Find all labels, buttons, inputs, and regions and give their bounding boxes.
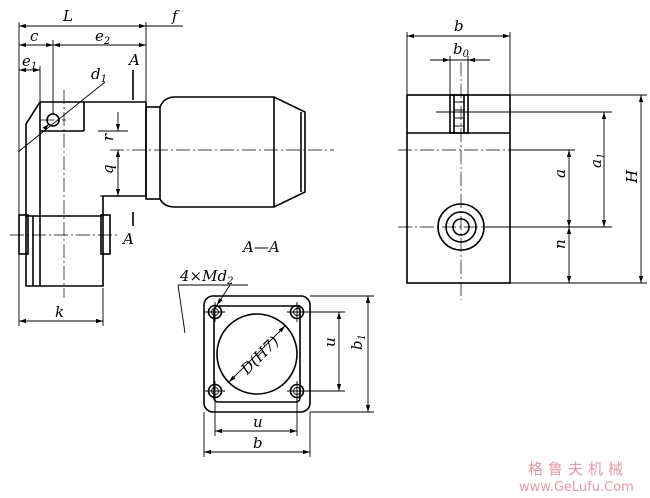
label-u-vertical: u — [321, 337, 339, 347]
hole-spec-leader-tail — [177, 284, 186, 334]
flange-inner — [213, 305, 301, 403]
label-L: L — [62, 7, 73, 25]
section-view: A—A — [177, 238, 374, 457]
label-e1: e1 — [22, 52, 37, 72]
label-b1: b1 — [348, 334, 368, 350]
label-e2: e2 — [95, 27, 110, 47]
label-section-bottom: A — [121, 230, 134, 248]
label-section-top: A — [127, 51, 140, 69]
end-body — [406, 94, 511, 284]
shaft-end — [449, 94, 469, 134]
label-q: q — [99, 164, 117, 174]
d1-arrow — [42, 123, 50, 131]
side-view: L f c e2 e1 d1 A A r q k — [10, 7, 334, 326]
label-H: H — [623, 169, 641, 184]
watermark: 格鲁夫机械 www.GeLufu.Com — [519, 460, 634, 495]
label-b: b — [454, 17, 464, 35]
flange-outer — [203, 295, 311, 413]
label-f: f — [171, 7, 180, 25]
housing-outline — [25, 101, 147, 287]
d1-leader — [17, 81, 106, 153]
hole-spec-arrow — [216, 284, 231, 306]
bore-diameter-line — [228, 325, 286, 383]
shaft-stub-right — [100, 214, 111, 255]
label-a: a — [551, 169, 569, 178]
label-hole-spec: 4×Md2 — [179, 267, 233, 287]
watermark-chinese: 格鲁夫机械 — [528, 460, 628, 478]
label-n: n — [551, 239, 569, 249]
label-r: r — [99, 133, 117, 141]
label-b-bottom: b — [253, 434, 263, 452]
label-bore: D(H7) — [236, 332, 282, 378]
label-c: c — [30, 27, 39, 45]
label-a1: a1 — [587, 153, 607, 168]
motor-flange — [145, 106, 161, 200]
label-d1: d1 — [91, 65, 107, 85]
label-k: k — [55, 303, 64, 321]
motor-body — [159, 96, 306, 208]
label-b0: b0 — [453, 40, 470, 60]
section-title: A—A — [241, 238, 280, 256]
label-u-horizontal: u — [253, 413, 263, 431]
watermark-url: www.GeLufu.Com — [519, 480, 634, 495]
end-view: b b0 a a1 H n — [398, 17, 647, 300]
flange-bore — [216, 313, 298, 395]
